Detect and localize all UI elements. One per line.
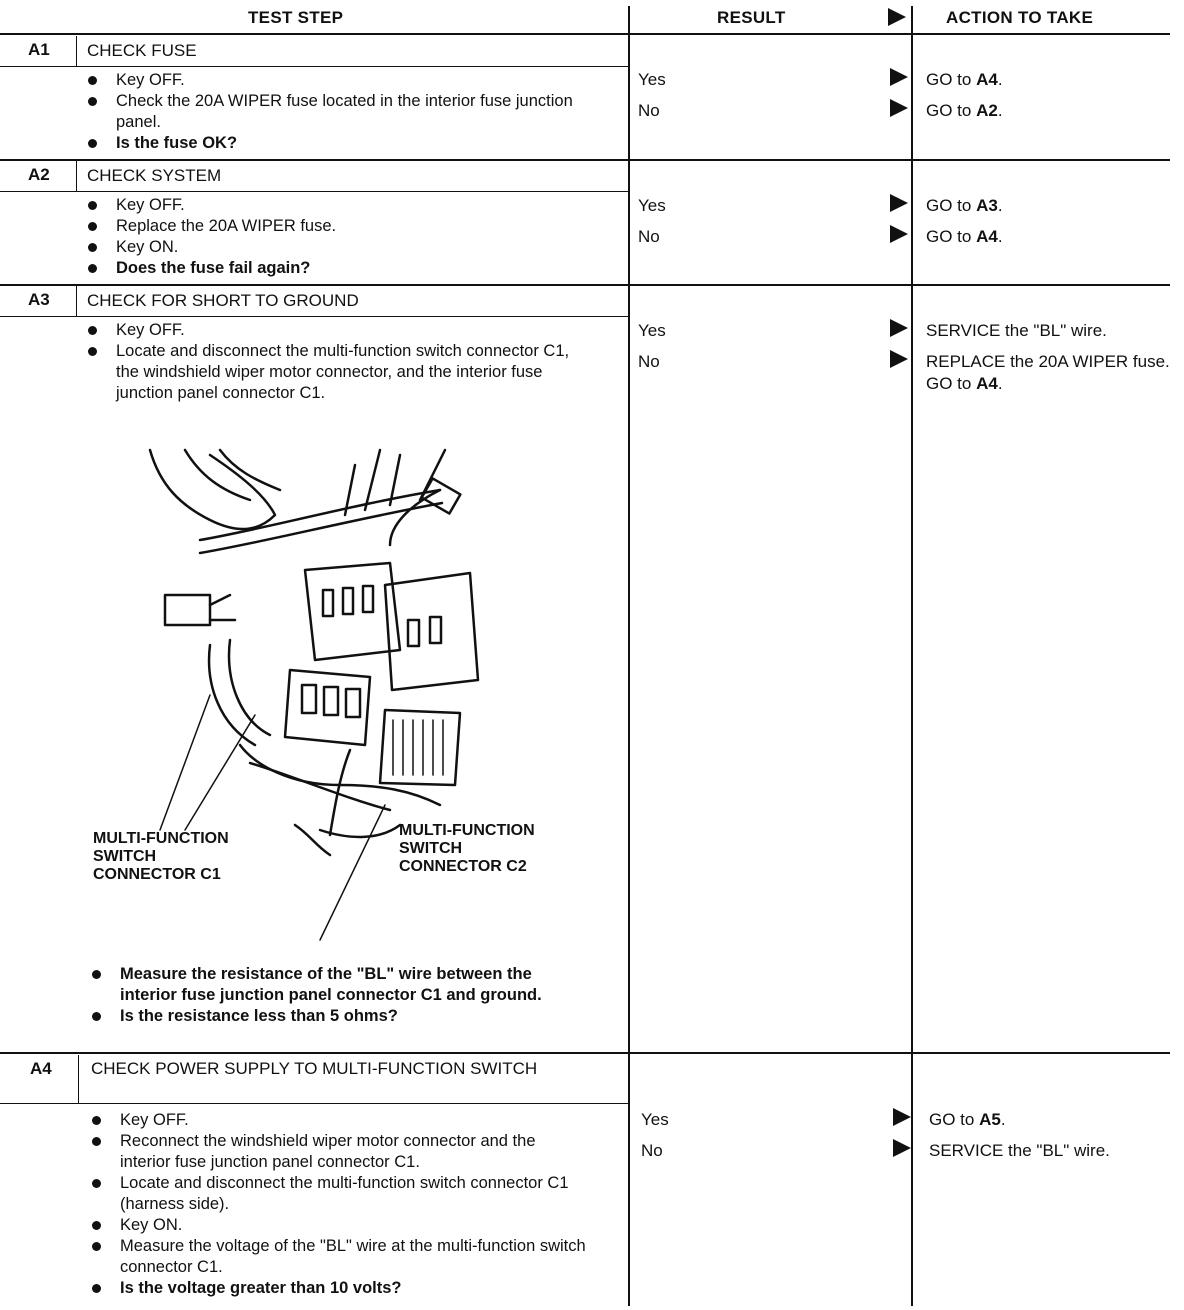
step-title: CHECK FUSE — [87, 41, 197, 60]
bullet-item: Reconnect the windshield wiper motor con… — [86, 1131, 586, 1173]
bullet-item: Replace the 20A WIPER fuse. — [82, 216, 602, 237]
arrow-icon — [893, 1108, 911, 1126]
bullet-item: Locate and disconnect the multi-function… — [82, 341, 582, 404]
bullet-item: Key OFF. — [86, 1110, 586, 1131]
bullet-item: Measure the resistance of the "BL" wire … — [86, 964, 586, 1006]
bullet-item: Key ON. — [86, 1215, 586, 1236]
bullet-item: Key ON. — [82, 237, 602, 258]
row-rule — [0, 159, 1170, 161]
row-rule — [0, 1052, 1170, 1054]
result-no: No — [638, 227, 660, 246]
step-title: CHECK POWER SUPPLY TO MULTI-FUNCTION SWI… — [91, 1059, 538, 1078]
arrow-icon — [890, 99, 908, 117]
bullet-question: Is the fuse OK? — [82, 133, 602, 154]
arrow-icon — [890, 319, 908, 337]
header-result: RESULT — [717, 8, 786, 27]
step-id: A1 — [28, 40, 50, 59]
action-no: GO to A2. — [926, 101, 1003, 120]
id-divider — [78, 1055, 79, 1103]
header-arrow-icon — [888, 8, 906, 26]
step-bullets: Key OFF. Replace the 20A WIPER fuse. Key… — [82, 195, 602, 279]
arrow-icon — [893, 1139, 911, 1157]
id-divider — [76, 286, 77, 316]
title-rule — [0, 316, 628, 317]
step-bullets: Key OFF. Reconnect the windshield wiper … — [86, 1110, 586, 1299]
bullet-question: Does the fuse fail again? — [82, 258, 602, 279]
result-yes: Yes — [638, 196, 666, 215]
header-test-step: TEST STEP — [248, 8, 344, 27]
arrow-icon — [890, 68, 908, 86]
bullet-item: Key OFF. — [82, 320, 582, 341]
action-yes: SERVICE the "BL" wire. — [926, 321, 1107, 340]
action-no: GO to A4. — [926, 227, 1003, 246]
step-bullets: Key OFF. Check the 20A WIPER fuse locate… — [82, 70, 602, 154]
result-no: No — [638, 101, 660, 120]
bullet-item: Check the 20A WIPER fuse located in the … — [82, 91, 602, 133]
arrow-icon — [890, 225, 908, 243]
action-yes: GO to A5. — [929, 1110, 1006, 1129]
step-title: CHECK SYSTEM — [87, 166, 222, 185]
bullet-item: Locate and disconnect the multi-function… — [86, 1173, 586, 1215]
bullet-question: Is the resistance less than 5 ohms? — [86, 1006, 586, 1027]
result-yes: Yes — [638, 321, 666, 340]
bullet-question: Is the voltage greater than 10 volts? — [86, 1278, 586, 1299]
title-rule — [0, 191, 628, 192]
title-rule — [0, 66, 628, 67]
header-action: ACTION TO TAKE — [946, 8, 1094, 27]
result-yes: Yes — [638, 70, 666, 89]
figure-label-c1: MULTI-FUNCTION SWITCH CONNECTOR C1 — [93, 830, 229, 883]
bullet-item: Key OFF. — [82, 70, 602, 91]
action-yes: GO to A4. — [926, 70, 1003, 89]
step-bullets: Key OFF. Locate and disconnect the multi… — [82, 320, 582, 404]
title-rule — [0, 1103, 628, 1104]
id-divider — [76, 161, 77, 191]
figure-label-c2: MULTI-FUNCTION SWITCH CONNECTOR C2 — [399, 822, 535, 875]
row-rule — [0, 284, 1170, 286]
column-divider-right — [911, 6, 913, 1306]
result-yes: Yes — [641, 1110, 669, 1129]
arrow-icon — [890, 194, 908, 212]
result-no: No — [641, 1141, 663, 1160]
action-no: REPLACE the 20A WIPER fuse. GO to A4. — [926, 352, 1170, 393]
header-rule — [0, 33, 1170, 35]
step-id: A2 — [28, 165, 50, 184]
column-divider-left — [628, 6, 630, 1306]
bullet-item: Measure the voltage of the "BL" wire at … — [86, 1236, 586, 1278]
step-title: CHECK FOR SHORT TO GROUND — [87, 291, 359, 310]
arrow-icon — [890, 350, 908, 368]
action-yes: GO to A3. — [926, 196, 1003, 215]
action-no: SERVICE the "BL" wire. — [929, 1141, 1110, 1160]
connector-illustration — [148, 448, 480, 941]
step-bullets-after: Measure the resistance of the "BL" wire … — [86, 964, 586, 1027]
step-id: A3 — [28, 290, 50, 309]
bullet-item: Key OFF. — [82, 195, 602, 216]
step-id: A4 — [30, 1059, 52, 1078]
id-divider — [76, 36, 77, 66]
result-no: No — [638, 352, 660, 371]
